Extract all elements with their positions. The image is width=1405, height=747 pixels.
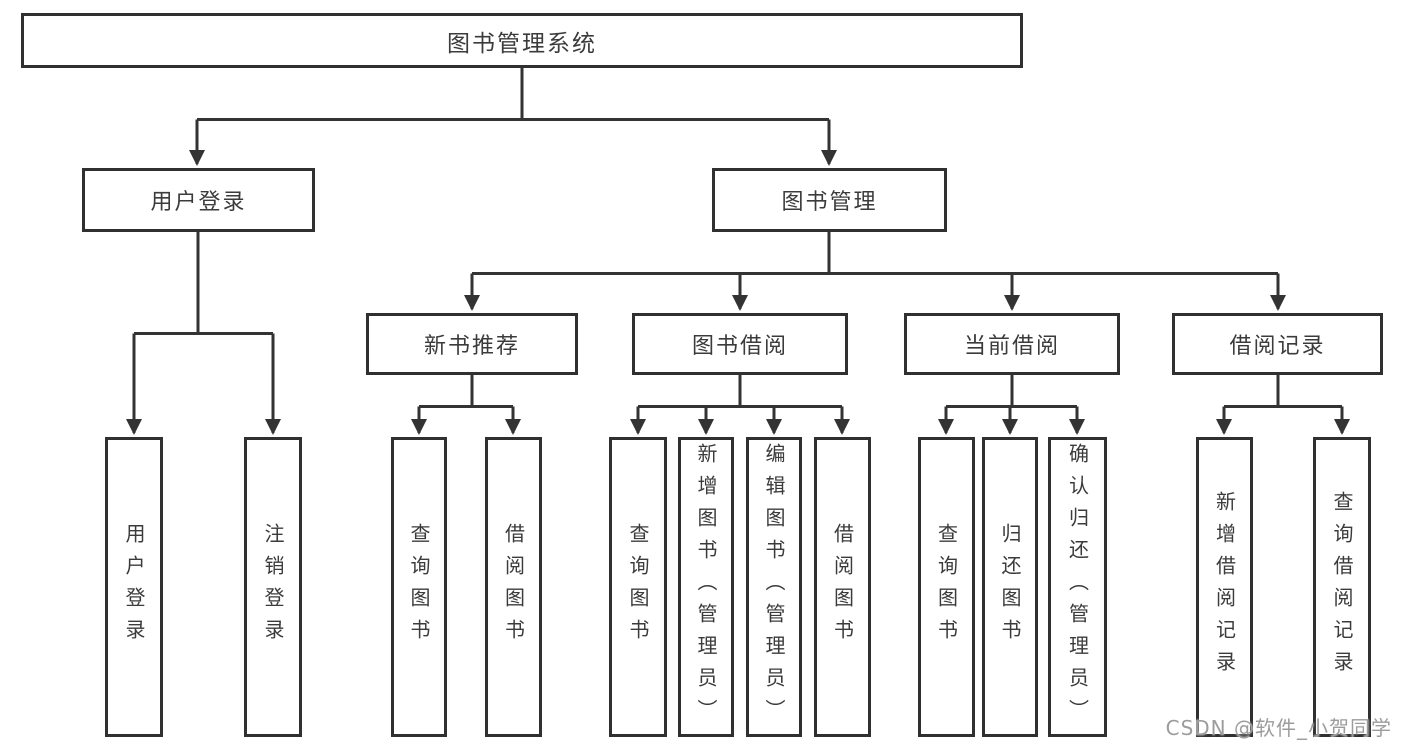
leaf-label: 查询图书: [626, 523, 650, 651]
leaf-query-books-borrowing: 查询图书: [609, 437, 667, 737]
leaf-label: 注销登录: [261, 523, 285, 651]
node-current-borrowing: 当前借阅: [904, 313, 1120, 375]
leaf-label: 借阅图书: [830, 523, 855, 651]
leaf-logout: 注销登录: [244, 437, 302, 737]
node-book-management: 图书管理: [712, 168, 947, 232]
leaf-add-books-admin: 新增图书（管理员）: [678, 437, 734, 737]
node-new-book-recommendation: 新书推荐: [366, 313, 578, 375]
leaf-query-books-current: 查询图书: [918, 437, 975, 737]
leaf-edit-books-admin: 编辑图书（管理员）: [746, 437, 802, 737]
node-borrowing-records: 借阅记录: [1172, 313, 1383, 375]
leaf-borrow-books-recommend: 借阅图书: [485, 437, 542, 737]
leaf-label: 查询图书: [407, 523, 431, 651]
leaf-label: 新增图书（管理员）: [694, 443, 718, 731]
node-book-borrowing: 图书借阅: [632, 313, 848, 375]
leaf-label: 新增借阅记录: [1212, 491, 1237, 683]
csdn-watermark: CSDN @软件_小贺同学: [1165, 716, 1392, 740]
leaf-query-borrow-record: 查询借阅记录: [1313, 437, 1371, 737]
leaf-borrow-books: 借阅图书: [814, 437, 871, 737]
leaf-confirm-return-admin: 确认归还（管理员）: [1048, 437, 1107, 737]
leaf-query-books-recommend: 查询图书: [391, 437, 447, 737]
leaf-label: 查询借阅记录: [1330, 491, 1354, 683]
leaf-label: 归还图书: [998, 523, 1022, 651]
leaf-label: 借阅图书: [501, 523, 526, 651]
leaf-label: 编辑图书（管理员）: [762, 443, 786, 731]
leaf-add-borrow-record: 新增借阅记录: [1196, 437, 1253, 737]
leaf-label: 确认归还（管理员）: [1065, 443, 1090, 731]
leaf-user-login: 用户登录: [105, 437, 163, 737]
node-user-login: 用户登录: [82, 168, 315, 232]
leaf-label: 查询图书: [934, 523, 959, 651]
leaf-return-books: 归还图书: [982, 437, 1038, 737]
node-library-management-system: 图书管理系统: [21, 13, 1023, 68]
leaf-label: 用户登录: [122, 523, 146, 651]
